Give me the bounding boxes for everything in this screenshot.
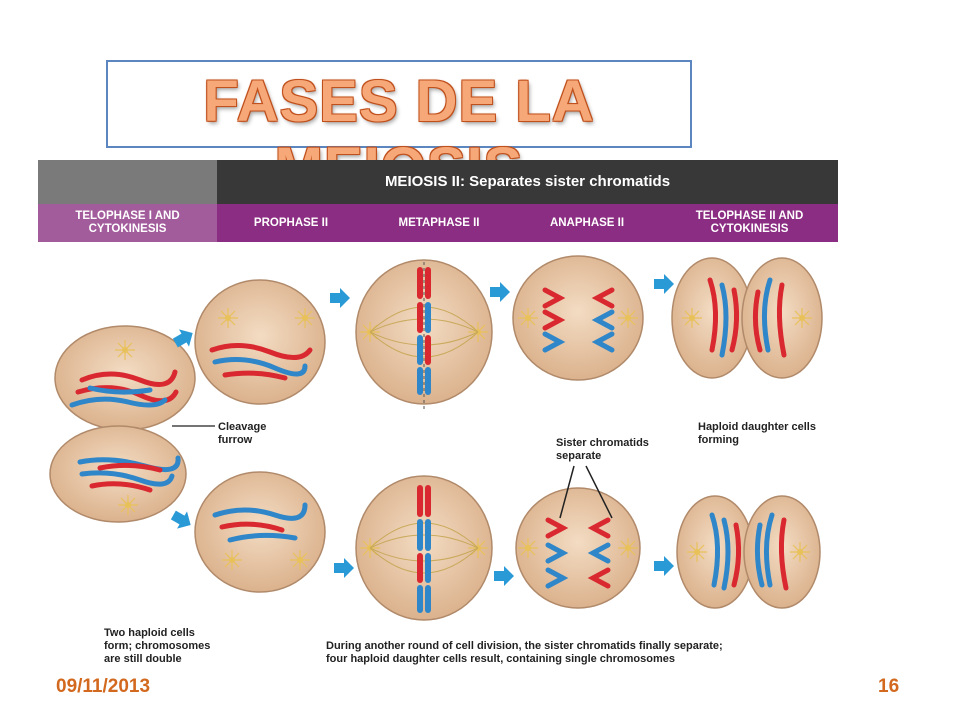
two-haploid-label: Two haploid cells form; chromosomes are … (104, 627, 211, 665)
telophase1-cells (49, 325, 215, 523)
arrow-icon (330, 288, 350, 308)
phase-telophase2: TELOPHASE II AND CYTOKINESIS (661, 204, 838, 242)
phase-telophase1: TELOPHASE I AND CYTOKINESIS (38, 204, 217, 242)
arrow-icon (654, 556, 674, 576)
header-blank-cell (38, 160, 217, 204)
page-number: 16 (878, 676, 900, 697)
footer-date: 09/11/2013 (56, 676, 151, 697)
phase-label: PROPHASE II (253, 216, 329, 229)
phase-label: ANAPHASE II (549, 216, 625, 229)
telophase2-cells (671, 257, 823, 609)
arrow-icon (490, 282, 510, 302)
arrow-icon (654, 274, 674, 294)
meiosis2-header: MEIOSIS II: Separates sister chromatids (217, 160, 838, 204)
arrow-icon (334, 558, 354, 578)
arrow-icon (168, 506, 196, 534)
arrow-icon (494, 566, 514, 586)
phase-anaphase2: ANAPHASE II (513, 204, 661, 242)
phase-label: TELOPHASE II AND CYTOKINESIS (695, 210, 804, 235)
anaphase2-cells (512, 255, 644, 609)
haploid-forming-label: Haploid daughter cells forming (698, 421, 816, 446)
phase-metaphase2: METAPHASE II (365, 204, 513, 242)
metaphase2-cells (355, 259, 493, 621)
prophase2-cells (194, 279, 326, 593)
sister-chromatids-label: Sister chromatids separate (556, 437, 649, 462)
phase-label: METAPHASE II (398, 216, 480, 229)
cleavage-furrow-label: Cleavage furrow (218, 421, 267, 446)
bottom-caption: During another round of cell division, t… (326, 640, 723, 665)
phase-label: TELOPHASE I AND CYTOKINESIS (75, 210, 180, 235)
phase-prophase2: PROPHASE II (217, 204, 365, 242)
